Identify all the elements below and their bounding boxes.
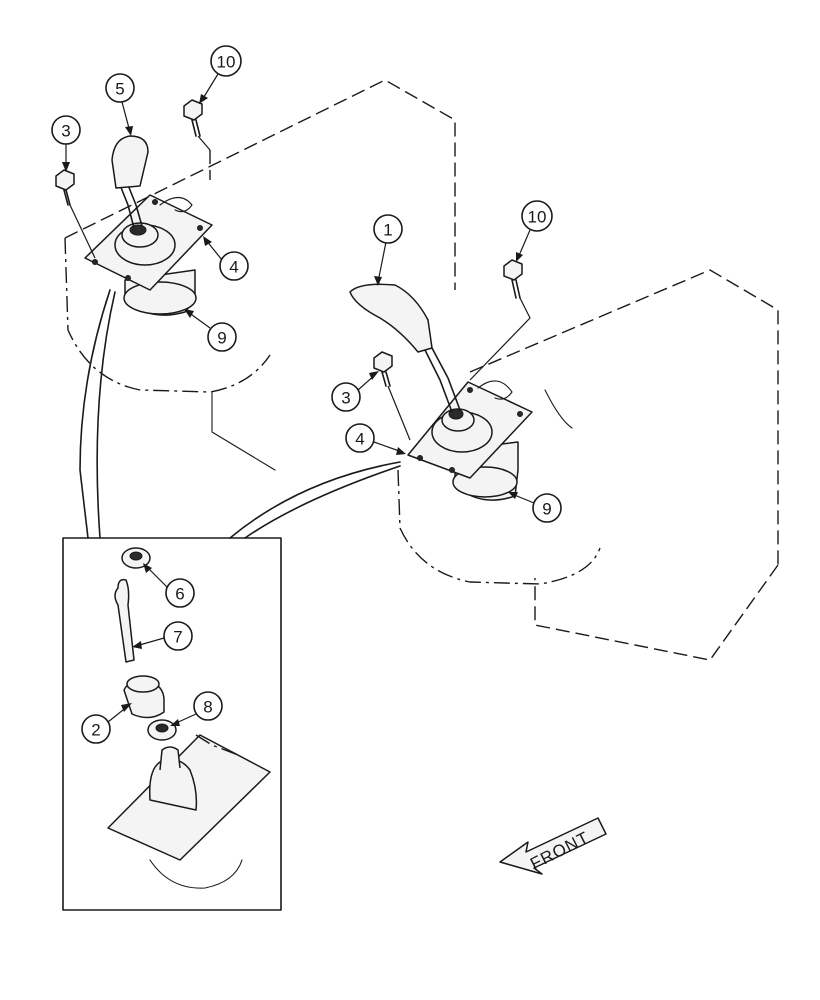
callout-10-right: 10	[516, 200, 553, 262]
callout-9-left: 9	[184, 309, 237, 352]
screw-right-10	[503, 259, 523, 299]
callout-3-left: 3	[51, 115, 81, 172]
right-console-outline	[397, 269, 779, 661]
svg-text:4: 4	[229, 258, 238, 277]
callout-1: 1	[373, 214, 403, 286]
screw-right-3	[373, 351, 393, 387]
svg-text:9: 9	[217, 329, 226, 348]
svg-text:2: 2	[91, 721, 100, 740]
svg-text:5: 5	[115, 80, 124, 99]
callout-2: 2	[81, 703, 132, 744]
svg-text:9: 9	[542, 500, 551, 519]
callout-7: 7	[132, 621, 193, 651]
callout-4-left: 4	[203, 236, 249, 281]
front-label: FRONT	[527, 828, 592, 874]
svg-text:10: 10	[217, 53, 236, 72]
svg-text:6: 6	[175, 585, 184, 604]
svg-text:7: 7	[173, 628, 182, 647]
svg-text:10: 10	[528, 208, 547, 227]
svg-text:3: 3	[341, 389, 350, 408]
screw-left-3	[55, 169, 75, 206]
front-direction-arrow: FRONT	[499, 817, 607, 875]
left-control-valve	[84, 135, 213, 316]
svg-text:3: 3	[61, 122, 70, 141]
svg-text:4: 4	[355, 430, 364, 449]
callout-8: 8	[170, 691, 223, 726]
callout-5: 5	[105, 73, 135, 136]
callout-6: 6	[143, 563, 195, 608]
callout-4-right: 4	[345, 423, 406, 455]
screw-left-10	[183, 99, 203, 137]
left-console-outline	[64, 79, 456, 471]
svg-text:8: 8	[203, 698, 212, 717]
callout-10-left: 10	[199, 45, 242, 104]
right-control-valve	[349, 283, 533, 501]
callout-3-right: 3	[331, 371, 379, 412]
callout-9-right: 9	[508, 492, 562, 523]
detail-inset	[62, 289, 401, 911]
svg-text:1: 1	[383, 221, 392, 240]
